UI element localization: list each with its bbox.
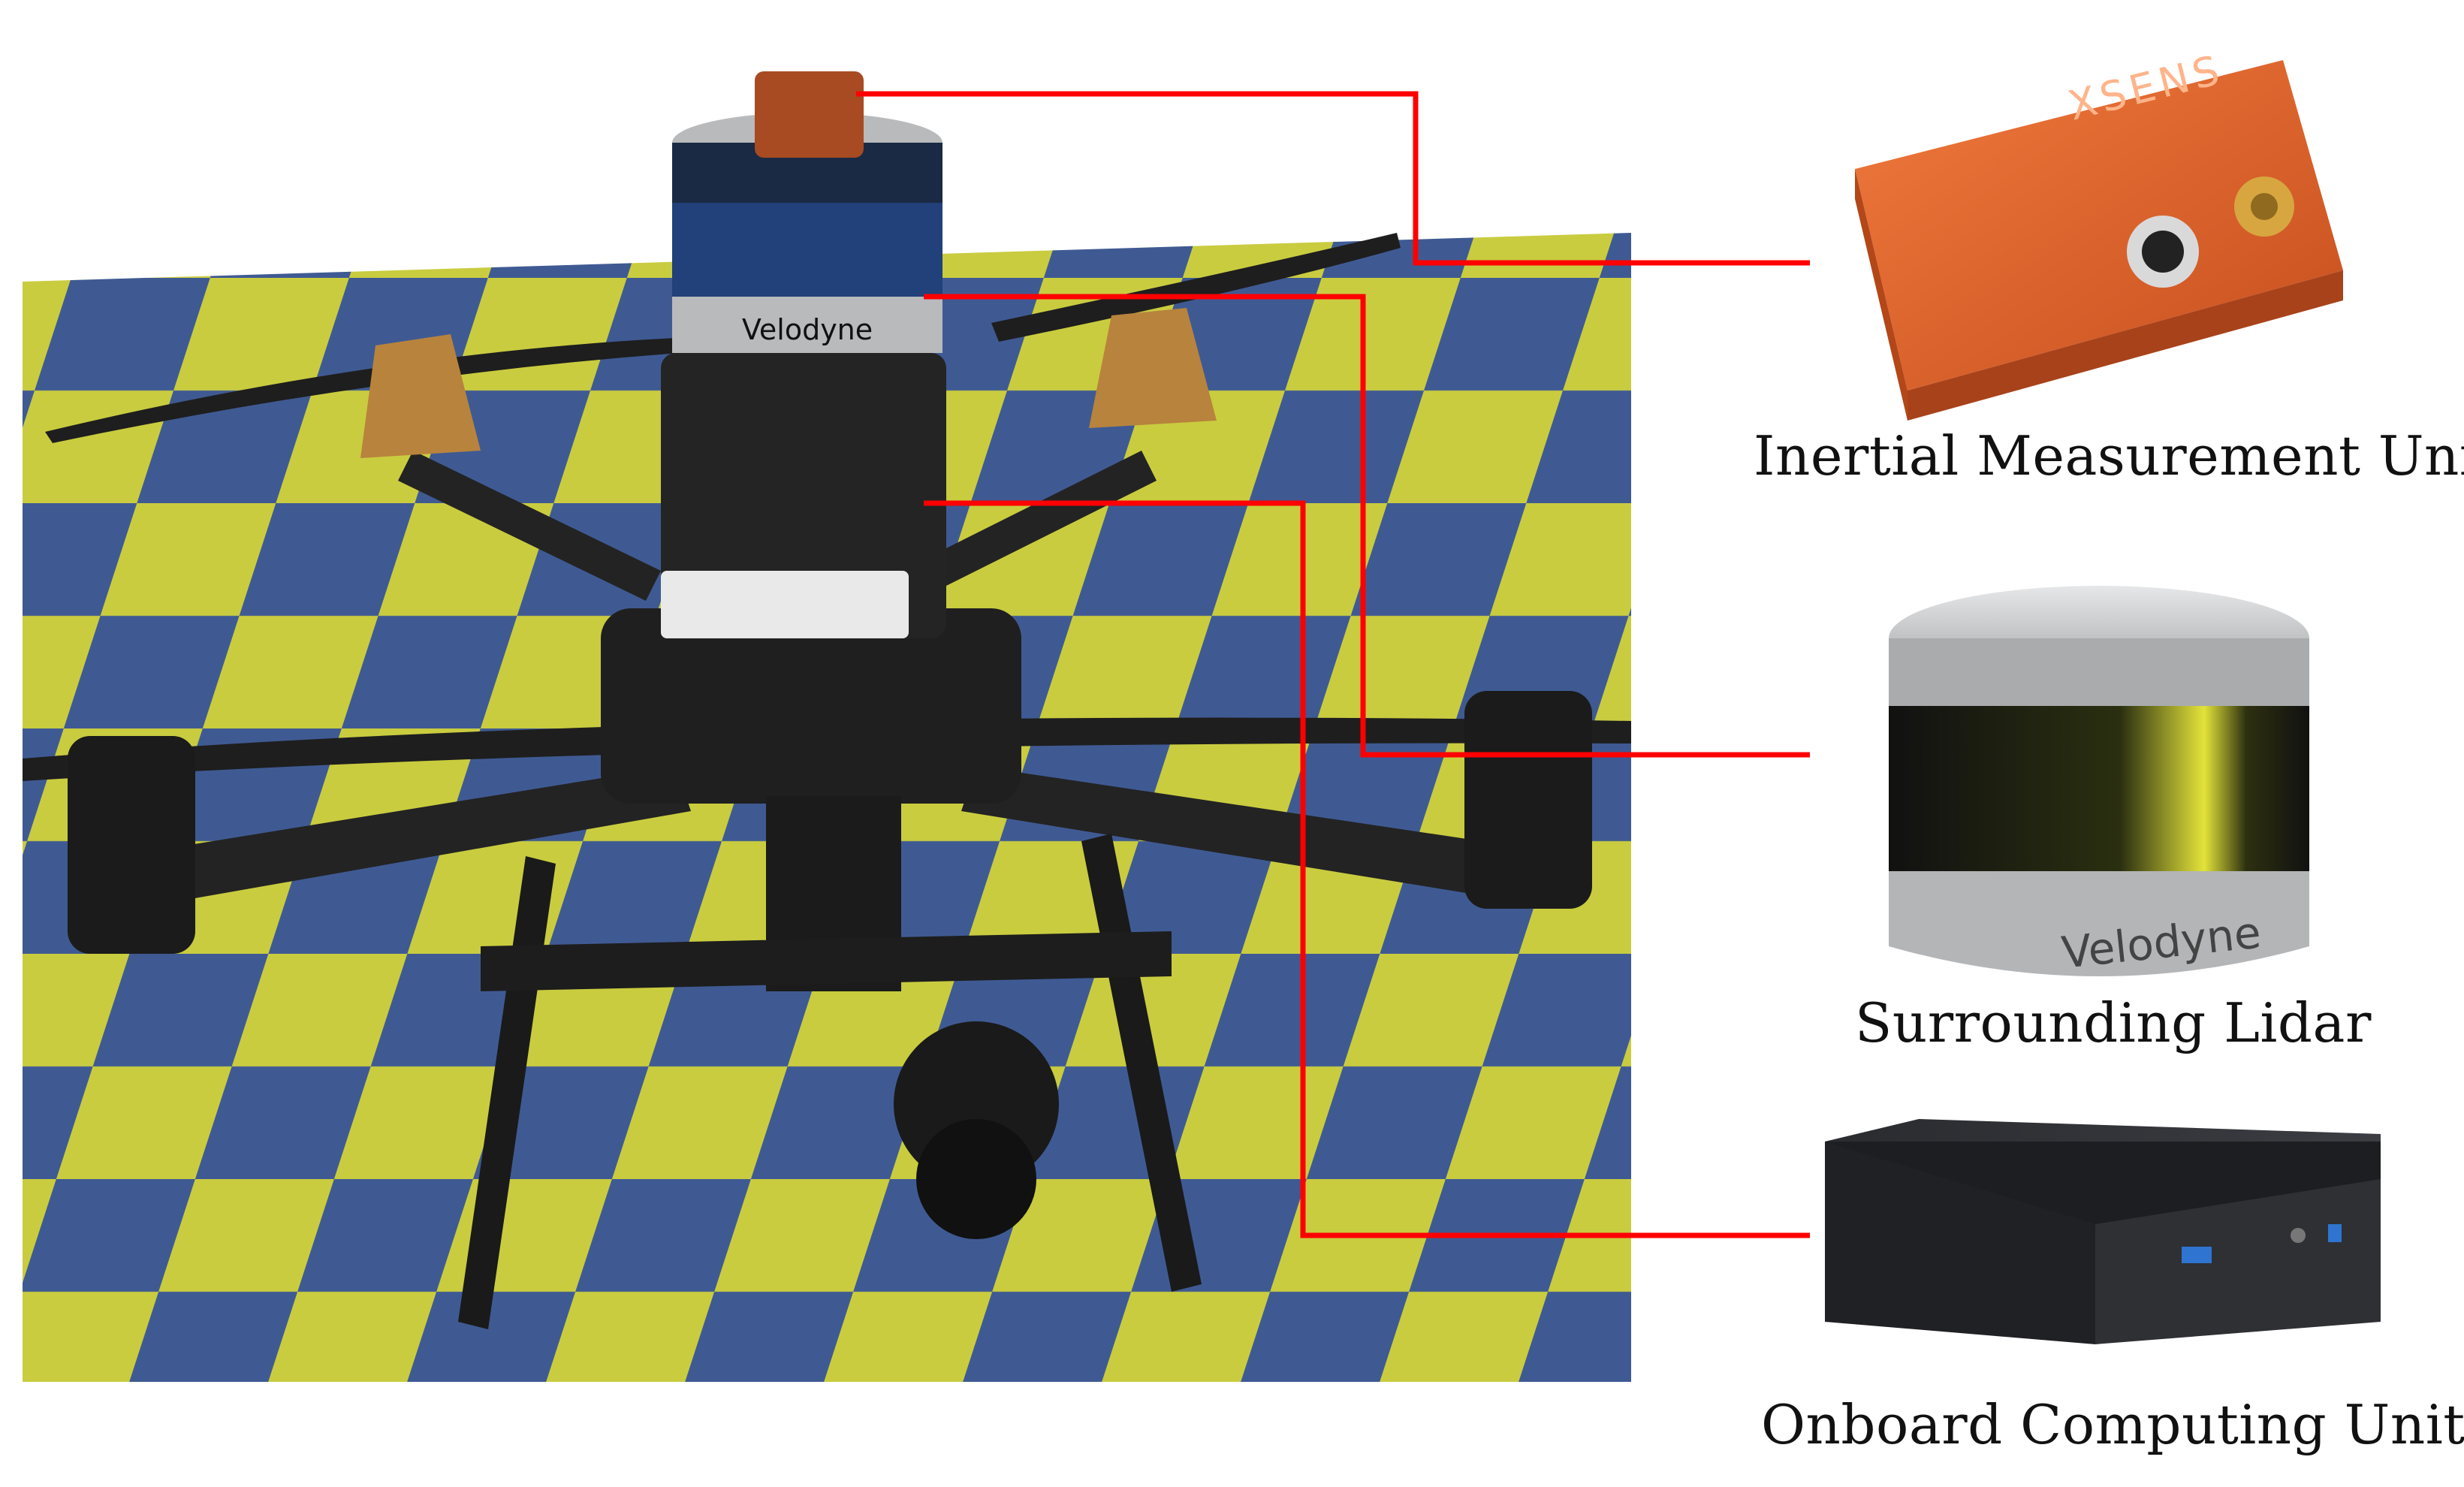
- imu-device: XSENS: [1855, 46, 2343, 421]
- label-lidar: Surrounding Lidar: [1855, 991, 2372, 1054]
- callout-lines: [856, 91, 1810, 1238]
- label-imu: Inertial Measurement Unit: [1754, 424, 2464, 487]
- mini-pc-device: [1825, 1119, 2381, 1344]
- drone-photo: Velodyne: [23, 71, 1631, 1382]
- label-computer: Onboard Computing Unit: [1761, 1393, 2464, 1456]
- callout-line-lidar: [924, 294, 1810, 758]
- callout-line-imu: [856, 91, 1810, 266]
- callout-line-computer: [924, 500, 1810, 1238]
- lidar-brand-text-photo: Velodyne: [742, 313, 873, 346]
- lidar-device: Velodyne: [1889, 586, 2309, 979]
